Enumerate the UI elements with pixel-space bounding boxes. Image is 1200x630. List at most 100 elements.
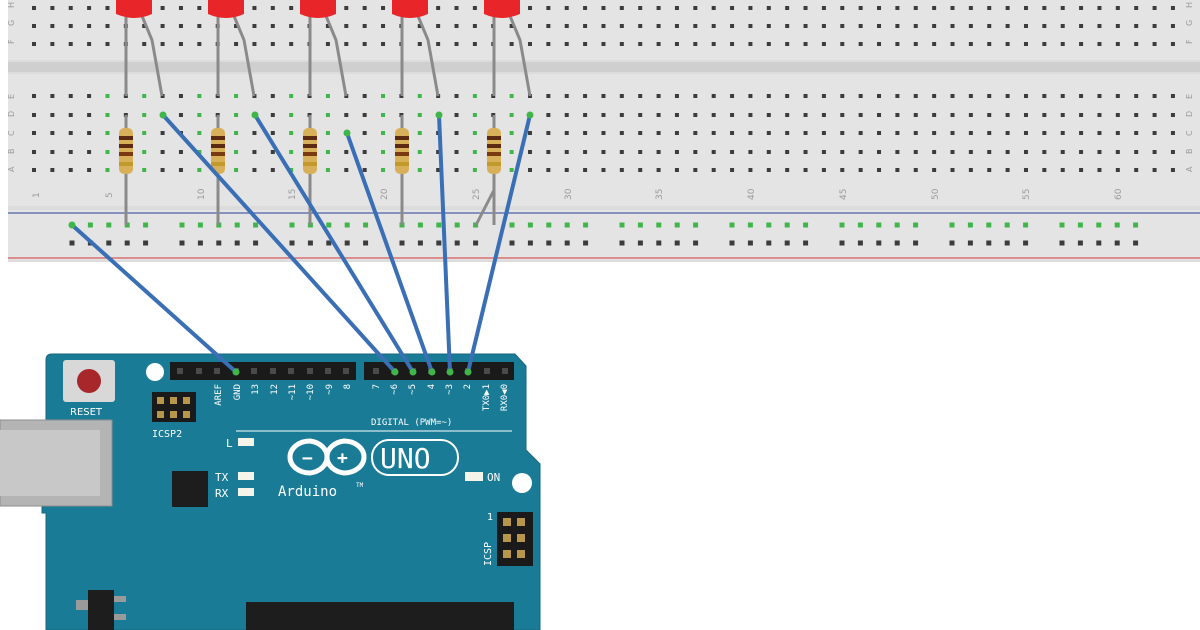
breadboard-hole bbox=[234, 24, 239, 28]
breadboard-hole bbox=[1097, 168, 1102, 172]
breadboard-hole bbox=[527, 6, 532, 10]
breadboard-hole bbox=[1023, 94, 1028, 98]
regulator-tab bbox=[76, 600, 88, 610]
breadboard-hole bbox=[381, 168, 386, 172]
tx-label: TX bbox=[215, 471, 229, 484]
breadboard-hole bbox=[638, 131, 643, 135]
breadboard-hole bbox=[766, 150, 771, 154]
breadboard-hole bbox=[1152, 42, 1157, 46]
breadboard-hole bbox=[748, 168, 753, 172]
components bbox=[116, 0, 532, 226]
power-rail-hole bbox=[143, 240, 149, 246]
breadboard-hole bbox=[821, 131, 826, 135]
power-rail-hole bbox=[399, 240, 405, 246]
breadboard-hole bbox=[656, 6, 661, 10]
breadboard-hole bbox=[454, 131, 459, 135]
wire-end-header bbox=[391, 368, 399, 376]
breadboard-hole bbox=[895, 150, 900, 154]
breadboard-hole bbox=[932, 131, 937, 135]
breadboard-hole bbox=[546, 94, 551, 98]
regulator-pin-top bbox=[114, 596, 126, 602]
row-letter-e-right: E bbox=[1185, 94, 1194, 99]
breadboard-hole bbox=[87, 168, 92, 172]
power-rail-hole bbox=[729, 240, 735, 246]
breadboard-hole bbox=[748, 42, 753, 46]
breadboard-hole bbox=[638, 6, 643, 10]
breadboard-hole bbox=[1060, 131, 1065, 135]
power-rail-hole bbox=[967, 222, 973, 228]
breadboard-hole bbox=[601, 113, 606, 117]
breadboard-hole bbox=[142, 94, 147, 98]
breadboard-hole bbox=[895, 42, 900, 46]
breadboard-hole bbox=[821, 150, 826, 154]
wire-end-header bbox=[428, 368, 436, 376]
breadboard-hole bbox=[601, 42, 606, 46]
resistor-band bbox=[119, 136, 133, 140]
breadboard-hole bbox=[436, 42, 441, 46]
power-rail-hole bbox=[784, 222, 790, 228]
led-anode-leg bbox=[232, 15, 256, 97]
breadboard-hole bbox=[289, 6, 294, 10]
breadboard-hole bbox=[197, 6, 202, 10]
breadboard-hole bbox=[142, 24, 147, 28]
breadboard-hole bbox=[564, 42, 569, 46]
breadboard-hole bbox=[730, 131, 735, 135]
power-rail-hole bbox=[509, 240, 515, 246]
breadboard-hole bbox=[1005, 24, 1010, 28]
breadboard-hole bbox=[472, 150, 477, 154]
row-letter-a-right: A bbox=[1185, 166, 1194, 172]
breadboard-hole bbox=[583, 168, 588, 172]
icsp2-pin bbox=[170, 397, 177, 404]
breadboard-hole bbox=[1170, 150, 1175, 154]
breadboard-hole bbox=[381, 113, 386, 117]
jumper-wire bbox=[466, 113, 532, 374]
breadboard-hole bbox=[748, 94, 753, 98]
breadboard-hole bbox=[32, 24, 36, 28]
breadboard-hole bbox=[178, 6, 183, 10]
icsp2-pin bbox=[157, 397, 164, 404]
breadboard-hole bbox=[950, 42, 955, 46]
breadboard-hole bbox=[638, 42, 643, 46]
row-letter-f-right: F bbox=[1185, 39, 1194, 44]
icsp2-pin bbox=[183, 411, 190, 418]
resistor-band bbox=[303, 152, 317, 156]
jumper-wire bbox=[161, 113, 397, 374]
breadboard-hole bbox=[766, 24, 771, 28]
breadboard-hole bbox=[68, 131, 73, 135]
resistor-body bbox=[119, 128, 133, 174]
breadboard-hole bbox=[748, 113, 753, 117]
breadboard-hole bbox=[344, 42, 349, 46]
breadboard-hole bbox=[270, 42, 275, 46]
arduino-logo: − + UNO Arduino TM bbox=[278, 438, 459, 500]
breadboard-hole bbox=[234, 94, 239, 98]
breadboard-hole bbox=[289, 168, 294, 172]
power-rail-hole bbox=[253, 240, 259, 246]
breadboard-hole bbox=[987, 6, 992, 10]
breadboard-hole bbox=[1097, 113, 1102, 117]
breadboard-hole bbox=[1134, 6, 1139, 10]
wire-end-breadboard bbox=[68, 221, 76, 229]
logo-minus: − bbox=[302, 448, 313, 469]
breadboard-hole bbox=[1023, 150, 1028, 154]
breadboard-hole bbox=[858, 150, 863, 154]
power-rail-hole bbox=[839, 240, 845, 246]
led-red bbox=[300, 0, 336, 18]
pin-label-rx0: RX0◀0 bbox=[500, 384, 510, 411]
breadboard-hole bbox=[1115, 24, 1120, 28]
header-pin-hole bbox=[307, 368, 313, 374]
breadboard-hole bbox=[1115, 168, 1120, 172]
breadboard-hole bbox=[362, 150, 367, 154]
column-number-55: 55 bbox=[1022, 189, 1032, 200]
breadboard-hole bbox=[1060, 94, 1065, 98]
power-rail-hole bbox=[967, 240, 973, 246]
pin-label-gnd: GND bbox=[233, 384, 243, 400]
breadboard-hole bbox=[803, 6, 808, 10]
breadboard-hole bbox=[344, 168, 349, 172]
breadboard-hole bbox=[840, 131, 845, 135]
resistor-band bbox=[303, 136, 317, 140]
power-rail-hole bbox=[234, 240, 240, 246]
breadboard-hole bbox=[656, 24, 661, 28]
breadboard-hole bbox=[601, 24, 606, 28]
reset-button[interactable] bbox=[77, 369, 101, 393]
breadboard-hole bbox=[509, 168, 514, 172]
